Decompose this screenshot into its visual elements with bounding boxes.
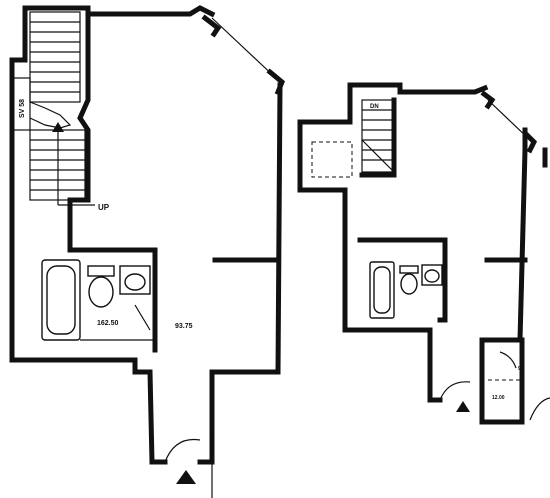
right-entry-marker (456, 401, 470, 412)
left-unit-outer-wall (9, 5, 168, 465)
stair-note-box (11, 77, 31, 131)
right-small-room-door (499, 351, 517, 369)
right-corner-column (480, 90, 496, 110)
left-corner-column (201, 14, 222, 38)
main-area-label: 93.75 (175, 323, 193, 330)
left-sink-basin (124, 273, 146, 291)
right-stair-wall (359, 97, 397, 178)
left-stair-treads (30, 21, 80, 93)
right-stair-label: DN (370, 104, 379, 110)
right-bath-wall (357, 237, 448, 323)
right-bay-corner (522, 130, 538, 154)
right-unit: DN 12.00 90 (297, 82, 550, 425)
right-stair-diagonal (361, 139, 395, 173)
left-bay-corner (266, 68, 285, 96)
right-toilet-bowl (400, 273, 418, 295)
bath-area-label: 162.50 (97, 320, 119, 327)
right-closet-dashed (311, 141, 353, 178)
right-stair-treads (362, 109, 394, 161)
up-label: UP (98, 203, 110, 212)
right-exterior-door-swing (529, 397, 550, 421)
right-unit-outer-wall (297, 82, 443, 403)
right-small-room (479, 337, 525, 425)
left-toilet-bowl (88, 276, 114, 308)
left-bath-door-swing (134, 304, 151, 331)
right-unit-top-wall (347, 82, 489, 95)
left-unit-top-wall (22, 5, 216, 18)
left-stair-outline (29, 11, 81, 103)
stair-note-label: SV 58 (19, 99, 26, 118)
left-bathtub-basin (46, 265, 76, 335)
right-bathtub-basin (373, 266, 391, 314)
right-entry-door-swing (439, 381, 471, 401)
right-stair-outline (361, 99, 395, 173)
right-small-area-label: 12.00 (492, 395, 505, 401)
left-bay-window (211, 17, 279, 81)
left-unit: UP 162.50 93.75 SV 58 (9, 5, 285, 498)
left-toilet-tank (87, 265, 115, 277)
right-bay-window (487, 99, 531, 141)
right-sink-basin (424, 269, 440, 283)
right-side-label: 90 (518, 366, 524, 372)
right-unit-entry-wall (479, 127, 528, 403)
left-unit-entry-wall (197, 82, 283, 465)
right-toilet-tank (399, 265, 419, 274)
left-entry-marker (176, 470, 196, 484)
left-entry-door-swing (164, 438, 201, 463)
left-stair-landing (29, 101, 72, 129)
left-stair-wall (67, 11, 158, 353)
up-arrow-head (52, 122, 64, 132)
